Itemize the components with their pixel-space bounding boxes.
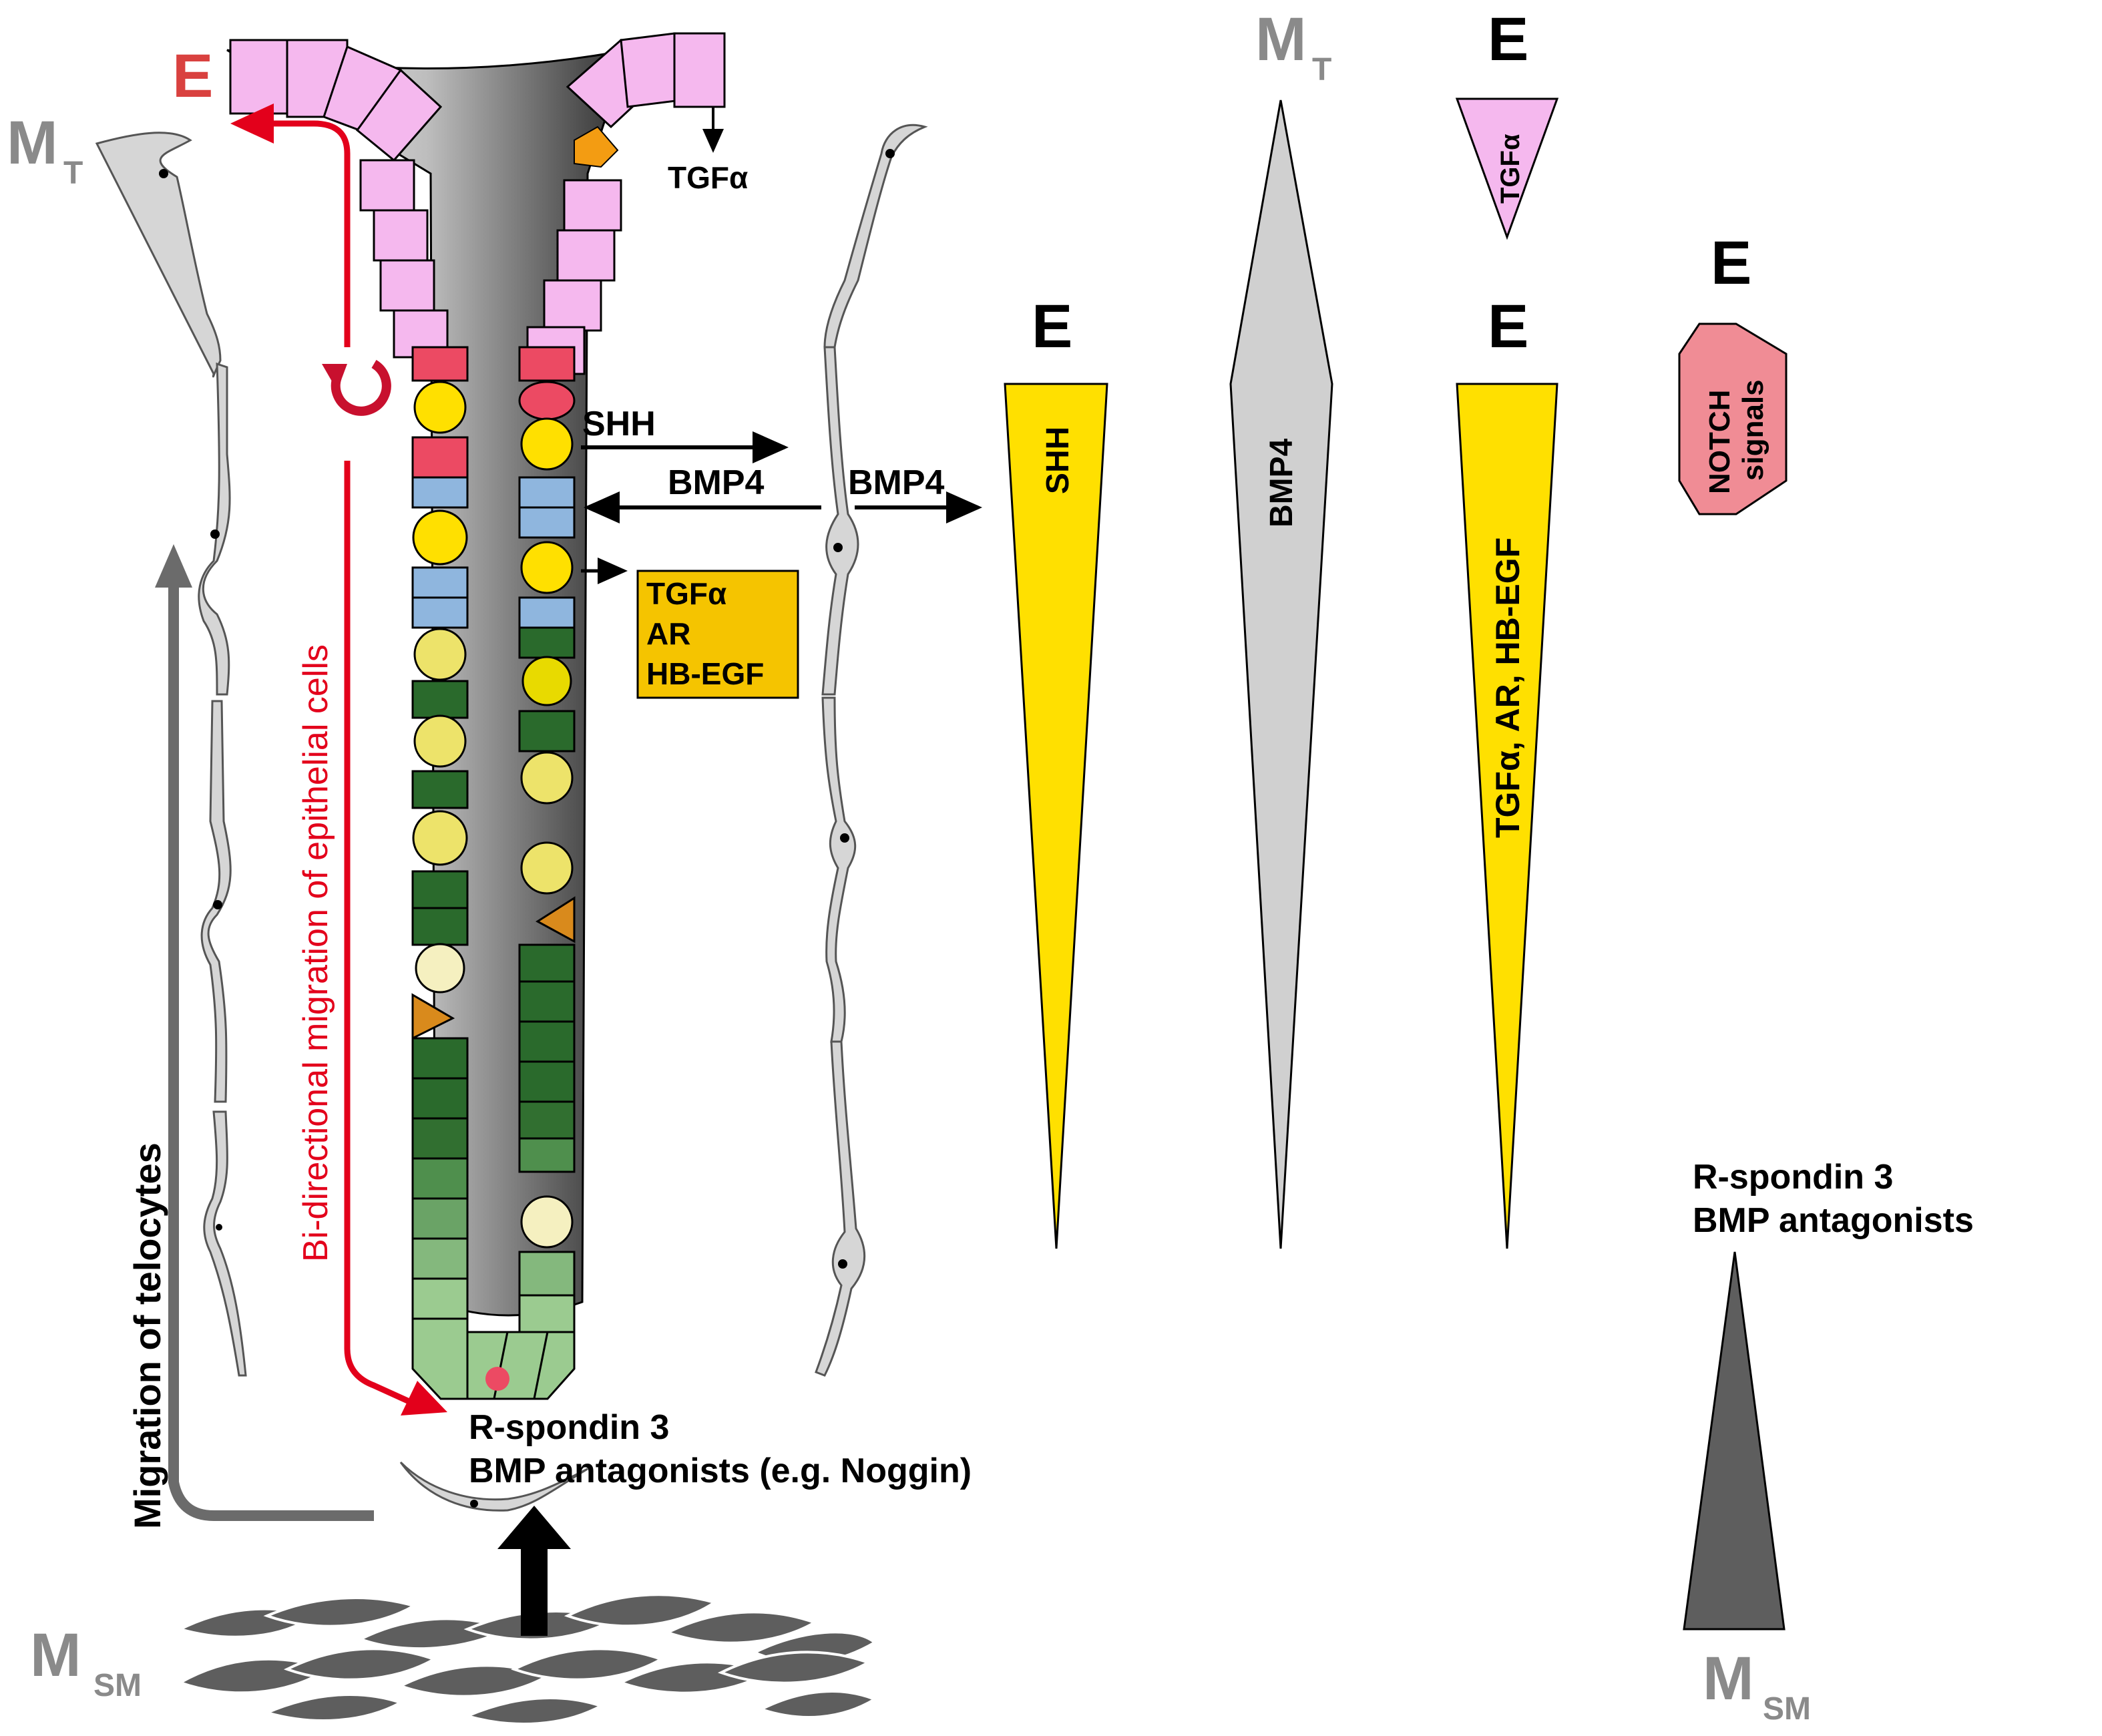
bidirectional-arrow-up <box>260 120 351 347</box>
telocytes-right <box>815 124 928 1377</box>
telocyte-label-left: M <box>7 109 58 177</box>
bmp4-inner-label: BMP4 <box>668 463 765 502</box>
shh-gradient-label: SHH <box>1040 427 1076 494</box>
telocyte-nuclei-left <box>159 169 222 1231</box>
telocytes-left <box>95 132 247 1377</box>
villus-epithelium-left <box>229 39 449 359</box>
notch-label-line1: NOTCH <box>1703 390 1736 494</box>
smooth-muscle-layer <box>176 1593 878 1725</box>
telocyte-bottom <box>399 1461 588 1512</box>
rotation-icon <box>331 359 391 416</box>
rspondin-gradient-label-line2: BMP antagonists <box>1693 1201 1974 1240</box>
notch-hexagon <box>1678 322 1788 515</box>
shh-label: SHH <box>582 405 656 443</box>
bmp4-gradient-header-sub: T <box>1312 52 1331 87</box>
villus-epithelium-right <box>526 32 726 375</box>
rotation-icon-head <box>322 364 347 391</box>
bmp4-outer-label: BMP4 <box>848 463 945 502</box>
bmp4-gradient-label: BMP4 <box>1264 438 1299 527</box>
bidirectional-migration-label: Bi-directional migration of epithelial c… <box>296 644 335 1262</box>
shh-gradient-header: E <box>1032 292 1072 361</box>
smooth-muscle-gradient-label: M <box>1703 1645 1754 1713</box>
growth-factor-box <box>636 570 799 699</box>
growth-factor-box-line3: HB-EGF <box>646 656 764 691</box>
growth-factor-box-line2: AR <box>646 616 690 651</box>
telocyte-nuclei-right <box>833 149 895 1269</box>
notch-header: E <box>1711 229 1751 297</box>
smooth-muscle-label-left: M <box>30 1621 81 1689</box>
telocyte-label-left-sub: T <box>63 156 83 191</box>
growth-factor-box-line1: TGFα <box>646 576 726 611</box>
telocyte-migration-arrow-head <box>155 544 192 588</box>
tgfa-top-label: TGFα <box>668 160 748 195</box>
tgfa-gradient-label: TGFα <box>1496 134 1525 204</box>
smooth-muscle-gradient-label-sub: SM <box>1763 1691 1811 1727</box>
rspondin-gradient-label-line1: R-spondin 3 <box>1693 1158 1893 1197</box>
crypt-stem-cell <box>485 1367 509 1391</box>
shh-gradient <box>1004 383 1108 1249</box>
bmp4-gradient-header: M <box>1255 5 1307 73</box>
bidirectional-arrow-down <box>344 461 412 1405</box>
rspondin-label-line1: R-spondin 3 <box>469 1408 669 1447</box>
notch-label-line2: signals <box>1737 379 1769 481</box>
crypt-wall-left <box>411 346 469 1320</box>
epithelium-label: E <box>172 42 213 110</box>
telocyte-migration-arrow <box>168 581 374 1521</box>
bidirectional-arrow-down-head <box>401 1381 447 1416</box>
tuft-cell <box>574 126 619 168</box>
bmp4-gradient <box>1229 99 1333 1249</box>
egf-gradient-header: E <box>1488 292 1528 361</box>
telocyte-bottom-nucleus <box>470 1500 478 1508</box>
rspondin-gradient <box>1683 1251 1785 1631</box>
tgfa-gradient-header: E <box>1488 5 1528 73</box>
bidirectional-arrow-up-head <box>230 103 274 144</box>
telocyte-migration-label: Migration of telocytes <box>126 1142 168 1529</box>
tgfa-gradient <box>1455 97 1559 240</box>
mesenchyme-signal-arrow <box>497 1506 571 1636</box>
egf-gradient <box>1456 383 1558 1249</box>
smooth-muscle-label-left-sub: SM <box>93 1668 142 1703</box>
rspondin-label-line2: BMP antagonists (e.g. Noggin) <box>469 1452 972 1490</box>
egf-gradient-label: TGFα, AR, HB-EGF <box>1489 537 1526 838</box>
crypt-wall-right <box>518 346 576 1333</box>
